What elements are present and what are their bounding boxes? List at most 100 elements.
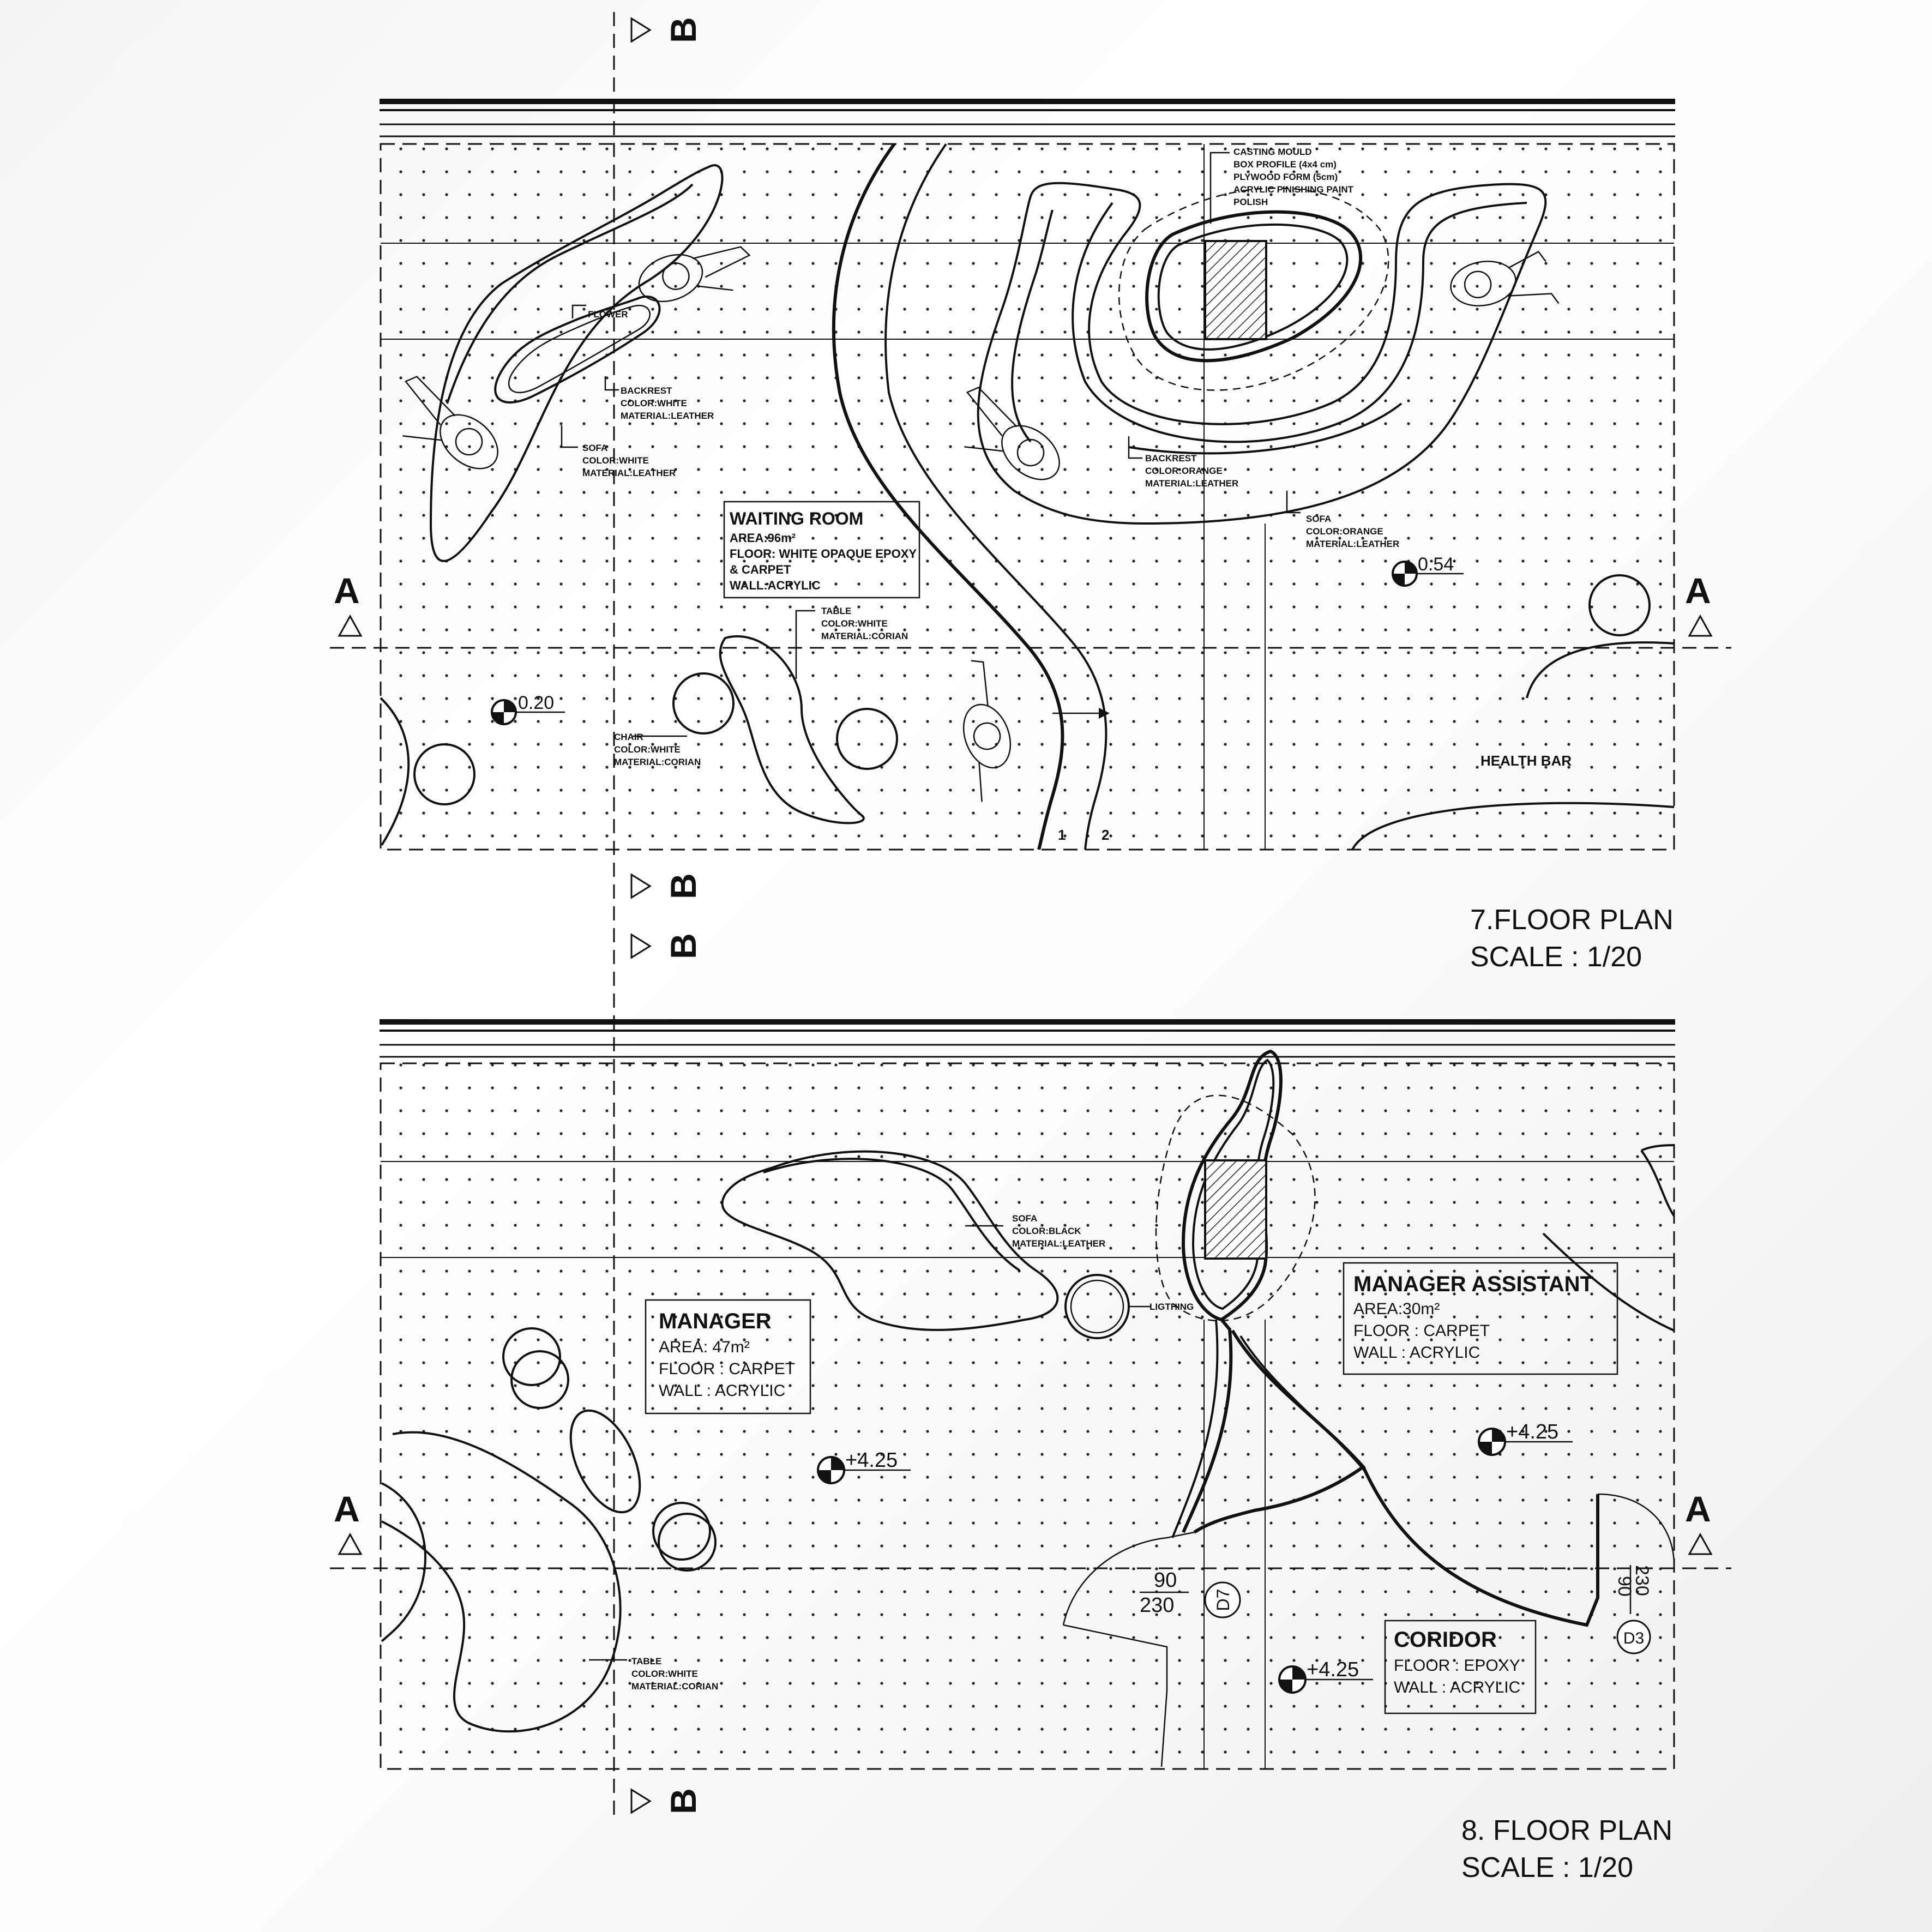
plan7-leader-lines [561, 152, 1301, 737]
svg-text:A: A [1685, 570, 1711, 611]
svg-text:A: A [1685, 1489, 1711, 1529]
plan8-level-marker-manager: +4.25 [817, 1449, 911, 1484]
svg-text:COLOR:WHITE: COLOR:WHITE [821, 618, 888, 629]
plan7-chair [413, 743, 476, 805]
svg-text:MATERIAL:LEATHER: MATERIAL:LEATHER [1012, 1238, 1105, 1249]
svg-text:TABLE: TABLE [631, 1656, 661, 1666]
svg-text:SOFA: SOFA [1306, 514, 1331, 524]
svg-text:B: B [663, 1788, 703, 1814]
plan8-boundary [380, 1062, 1675, 1770]
plan7-note-backrest-white: BACKREST COLOR:WHITE MATERIAL:LEATHER [621, 386, 714, 421]
section-marker-a-right: A [1685, 1489, 1713, 1555]
plan7-floor-field [381, 144, 1674, 850]
plan8-hatched-column [1204, 1159, 1267, 1260]
svg-text:AREA: 47m²: AREA: 47m² [659, 1338, 750, 1356]
plan8-chair [652, 1502, 711, 1561]
svg-text:D7: D7 [1213, 1589, 1233, 1611]
plan8-note-lighting: LIGTHING [1149, 1302, 1194, 1312]
person-icon [962, 660, 1012, 802]
plan8-side-table [569, 1409, 641, 1514]
plan8-note-table-white: TABLE COLOR:WHITE MATERIAL:CORIAN [631, 1656, 718, 1692]
plan8-table-white [381, 1431, 622, 1733]
plan7-sofa-white [429, 164, 724, 562]
svg-text:90: 90 [1154, 1569, 1177, 1592]
plan8-corridor-wall-inner [1171, 1319, 1367, 1538]
plan8-sofa-black [721, 1150, 1059, 1331]
plan8-assistant-partition [1542, 1144, 1675, 1332]
svg-text:MATERIAL:CORIAN: MATERIAL:CORIAN [821, 631, 908, 641]
plan8-partition-inner [1191, 1058, 1275, 1310]
section-marker-b-mid: B [630, 873, 703, 899]
svg-text:SOFA: SOFA [582, 443, 607, 453]
svg-text:230: 230 [1140, 1594, 1174, 1617]
plan8-door-tag-d7: 90 230 D7 [1140, 1569, 1241, 1618]
person-icon [402, 376, 498, 470]
svg-text:D3: D3 [1623, 1629, 1644, 1647]
svg-text:MATERIAL:LEATHER: MATERIAL:LEATHER [1306, 539, 1399, 549]
svg-text:MATERIAL:LEATHER: MATERIAL:LEATHER [1145, 478, 1238, 489]
person-icon [1450, 250, 1560, 306]
svg-text:MATERIAL:CORIAN: MATERIAL:CORIAN [631, 1681, 718, 1692]
svg-text:MANAGER: MANAGER [659, 1309, 772, 1333]
plan7-chair [836, 708, 898, 770]
svg-text:WALL : ACRYLIC: WALL : ACRYLIC [1353, 1344, 1480, 1362]
plan7-curved-wall [832, 143, 1064, 850]
plan7-scale: SCALE : 1/20 [1470, 941, 1642, 973]
svg-text:BACKREST: BACKREST [621, 386, 672, 396]
plan7-boundary [380, 143, 1675, 851]
plan7-room-label-waiting-room: WAITING ROOM AREA:96m² FLOOR: WHITE OPAQ… [723, 501, 920, 599]
svg-text:230: 230 [1632, 1565, 1652, 1596]
svg-text:AREA:96m²: AREA:96m² [730, 531, 796, 545]
svg-text:B: B [663, 17, 703, 43]
svg-text:FLOOR: WHITE OPAQUE EPOXY: FLOOR: WHITE OPAQUE EPOXY [730, 547, 917, 561]
svg-text:CASTING MOULD: CASTING MOULD [1233, 147, 1312, 157]
section-marker-b-top: B [630, 17, 703, 43]
plan8-room-label-manager: MANAGER AREA: 47m² FLOOR : CARPET WALL :… [645, 1299, 811, 1415]
plan7-ramp-mark-1: 1 [1058, 827, 1066, 843]
plan7-note-flower: FLOWER [588, 309, 628, 320]
plan7-level-marker-left: 0.20 [491, 693, 565, 725]
svg-text:BACKREST: BACKREST [1145, 453, 1197, 464]
plan7-ramp-arrowhead [1099, 708, 1110, 719]
plan7-backrest-orange [1011, 202, 1527, 455]
svg-text:FLOOR : EPOXY: FLOOR : EPOXY [1394, 1657, 1520, 1675]
plan7-note-sofa-white: SOFA COLOR:WHITE MATERIAL:LEATHER [582, 443, 676, 478]
svg-text:B: B [663, 873, 703, 899]
plan7-title: 7.FLOOR PLAN [1470, 904, 1674, 936]
svg-text:0.54: 0.54 [1418, 554, 1454, 575]
plan8-partition-outer [1155, 1094, 1316, 1322]
plan8-room-label-manager-assistant: MANAGER ASSISTANT AREA:30m² FLOOR : CARP… [1343, 1262, 1618, 1375]
svg-text:MANAGER ASSISTANT: MANAGER ASSISTANT [1353, 1272, 1593, 1296]
plan7-bench-left [380, 697, 410, 846]
plan7-level-marker-right: 0.54 [1392, 554, 1464, 587]
svg-text:+4.25: +4.25 [1506, 1421, 1558, 1443]
section-marker-a-left: A [334, 1489, 363, 1555]
svg-text:SOFA: SOFA [1012, 1213, 1037, 1224]
plan7-health-bar-counter [1351, 641, 1675, 850]
svg-text:CHAIR: CHAIR [614, 732, 643, 742]
plan7-flower-planter [494, 295, 661, 404]
section-marker-b-upper: B [630, 933, 703, 959]
svg-text:& CARPET: & CARPET [730, 563, 791, 576]
svg-text:MATERIAL:LEATHER: MATERIAL:LEATHER [582, 468, 676, 478]
plan7-note-casting-mould: CASTING MOULD BOX PROFILE (4x4 cm) PLYWO… [1233, 147, 1354, 207]
svg-text:POLISH: POLISH [1233, 197, 1268, 207]
plan7-health-bar-stool [1588, 574, 1651, 636]
svg-text:WALL : ACRYLIC: WALL : ACRYLIC [659, 1382, 785, 1400]
svg-text:COLOR:ORANGE: COLOR:ORANGE [1145, 466, 1223, 476]
plan7-note-table-white: TABLE COLOR:WHITE MATERIAL:CORIAN [821, 606, 908, 641]
plan8-door-tag-d3: 90 230 D3 [1614, 1565, 1652, 1654]
plan8-table-inner [381, 1482, 426, 1642]
plan7-table-white [719, 635, 865, 824]
plan8-partition-wall [1181, 1049, 1283, 1322]
plan8-level-marker-corridor: +4.25 [1278, 1658, 1373, 1694]
svg-text:+4.25: +4.25 [845, 1449, 898, 1472]
plan8-chair [658, 1513, 717, 1572]
plan7-note-chair-white: CHAIR COLOR:WHITE MATERIAL:CORIAN [614, 732, 701, 767]
plan7-hatched-column [1204, 240, 1267, 340]
plan8-lighting-inner [1070, 1279, 1124, 1334]
plan8-leader-lines [965, 1225, 1151, 1308]
svg-text:COLOR:WHITE: COLOR:WHITE [582, 455, 649, 466]
plan-7: 1 2 FLOWER BACKREST [330, 12, 1731, 1816]
plan8-title: 8. FLOOR PLAN [1461, 1815, 1672, 1846]
